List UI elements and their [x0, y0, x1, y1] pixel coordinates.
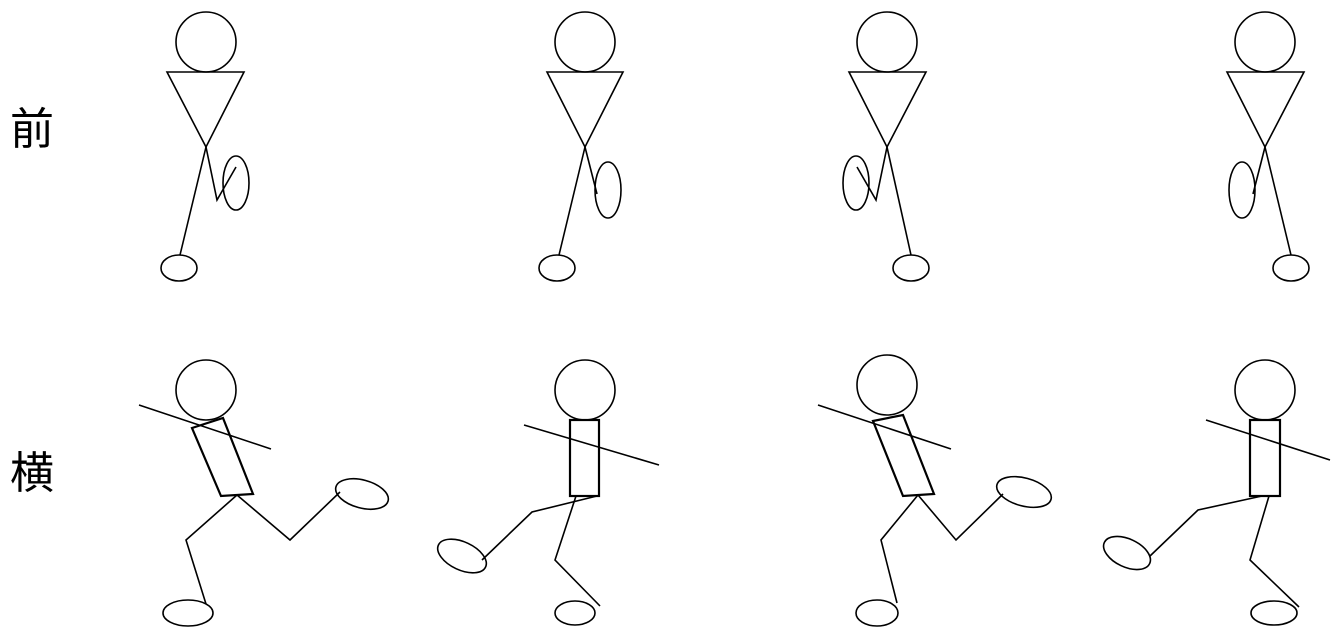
head [1235, 360, 1295, 420]
torso [873, 415, 934, 496]
head [555, 12, 615, 72]
foot-left [1229, 162, 1255, 218]
foot-support [856, 600, 898, 626]
leg-back [186, 495, 237, 604]
torso [192, 418, 253, 496]
foot-kick [1098, 530, 1155, 577]
front-figure-4 [1227, 12, 1309, 281]
torso [1250, 420, 1280, 496]
foot-support [555, 601, 595, 625]
foot-right [893, 255, 929, 281]
head [555, 360, 615, 420]
leg-support [881, 495, 918, 603]
leg-kick [1150, 496, 1262, 556]
head [176, 12, 236, 72]
arm [139, 405, 271, 449]
leg-kick [918, 494, 1003, 540]
front-figure-1 [161, 12, 249, 281]
leg-kick [237, 492, 340, 540]
foot-right [1273, 255, 1309, 281]
front-figure-2 [539, 12, 623, 281]
front-figure-3 [843, 12, 929, 281]
arm [818, 405, 951, 449]
leg-right [1265, 147, 1291, 255]
leg-right [206, 147, 236, 200]
leg-left [180, 147, 206, 255]
torso [167, 72, 244, 147]
side-figure-1 [139, 360, 392, 626]
foot-left [539, 255, 575, 281]
foot-kick [433, 532, 492, 579]
foot-kick [332, 473, 391, 514]
leg-left [559, 147, 585, 255]
head [176, 360, 236, 420]
side-figure-2 [433, 360, 659, 625]
foot-back [163, 600, 213, 626]
side-figure-4 [1098, 360, 1330, 625]
side-figure-3 [818, 355, 1055, 626]
arm [1206, 420, 1330, 460]
foot-kick [993, 471, 1054, 513]
head [857, 355, 917, 415]
torso [547, 72, 623, 147]
leg-left [857, 147, 887, 200]
head [857, 12, 917, 72]
head [1235, 12, 1295, 72]
torso [570, 420, 599, 496]
leg-right [887, 147, 911, 255]
torso [1227, 72, 1304, 147]
leg-kick [482, 496, 597, 560]
foot-right [595, 162, 621, 218]
leg-support [555, 496, 600, 606]
foot-support [1251, 601, 1297, 625]
arm [524, 425, 659, 465]
leg-support [1250, 496, 1299, 607]
torso [849, 72, 926, 147]
foot-left [843, 156, 869, 210]
foot-left [161, 255, 197, 281]
